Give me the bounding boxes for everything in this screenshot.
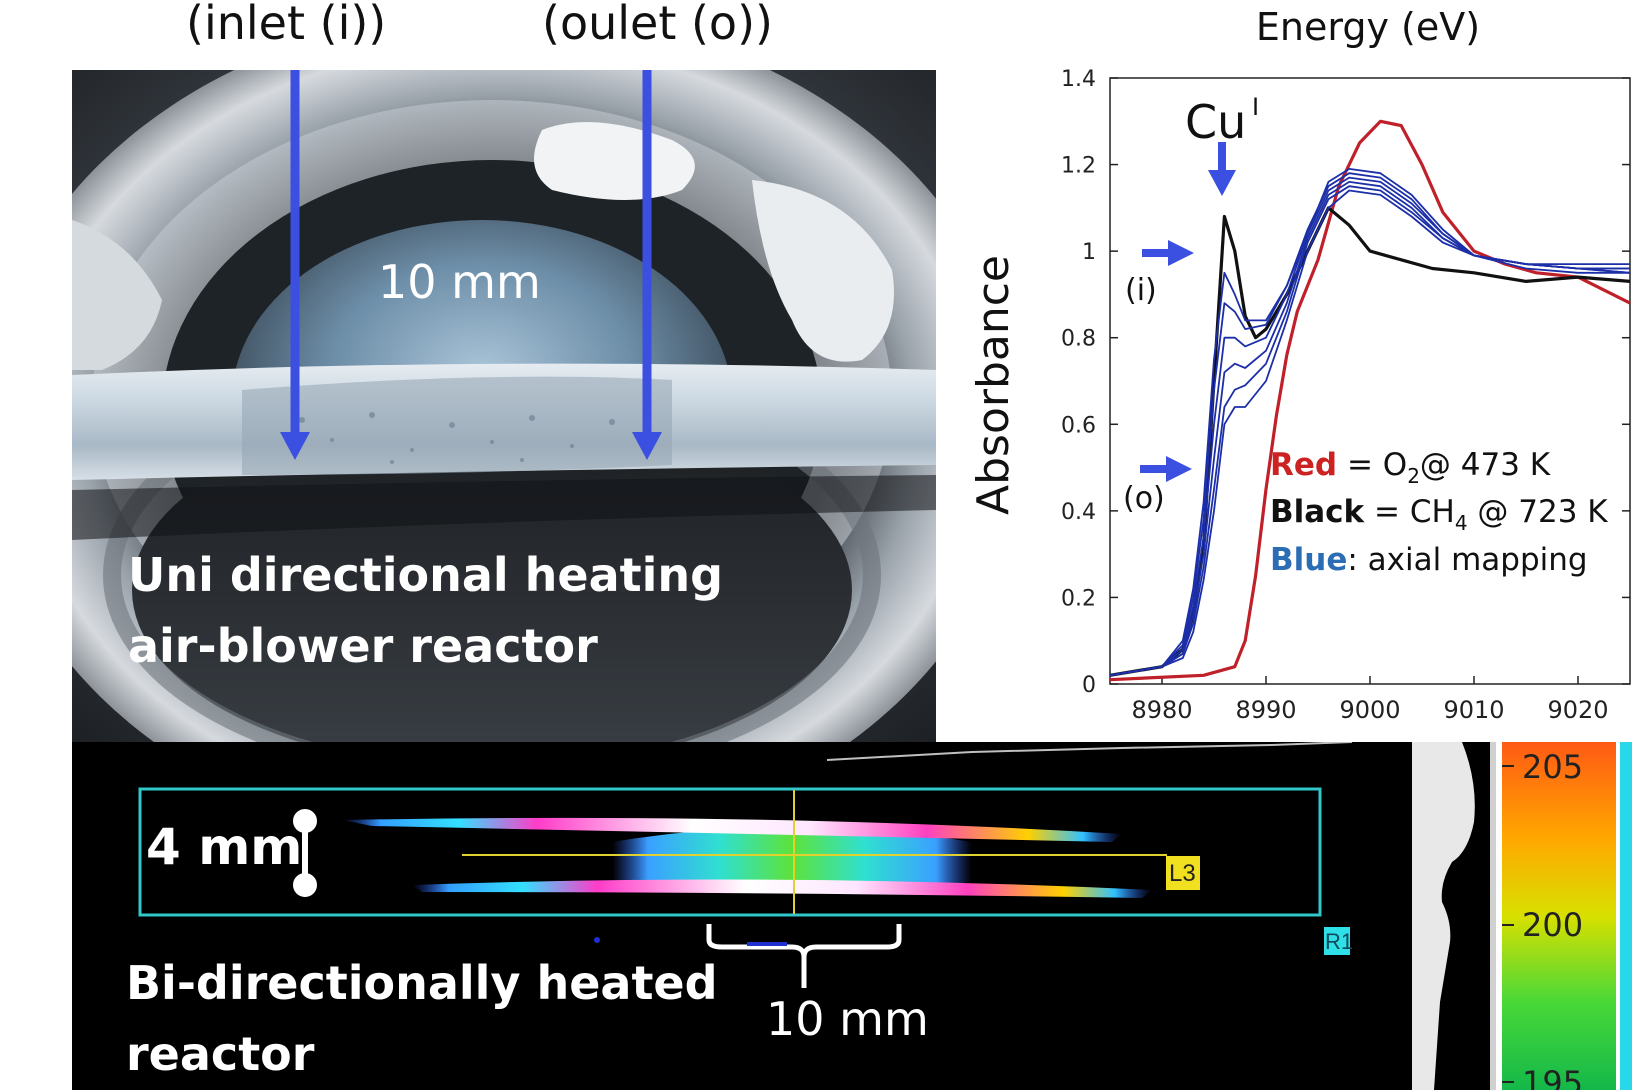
height-dimension-marker	[293, 809, 317, 897]
series-line-blue-1	[1109, 167, 1630, 677]
reactor-photo: 10 mm Uni directional heating air-blower…	[72, 70, 936, 742]
legend-tail: @ 723 K	[1468, 494, 1609, 530]
series-line-red	[1109, 119, 1631, 682]
y-tick-label: 0.8	[1061, 327, 1096, 352]
thermal-caption-line2: reactor	[126, 1027, 315, 1082]
thermal-scale-label: 10 mm	[766, 992, 929, 1046]
intensity-histogram	[1412, 742, 1490, 1090]
marker-i-arrow	[1142, 240, 1194, 266]
chart-y-ticks: 0 0.2 0.4 0.6 0.8 1 1.2 1.4	[1061, 67, 1630, 698]
x-tick-label: 8990	[1235, 696, 1296, 724]
thermal-lower-band	[412, 879, 1152, 898]
thermal-height-label: 4 mm	[146, 818, 303, 876]
outlet-label: (oulet (o))	[542, 0, 773, 50]
y-tick-label: 0.2	[1061, 586, 1096, 611]
series-line-blue-3	[1109, 176, 1630, 677]
legend-subscript: 2	[1407, 464, 1420, 488]
chart-y-axis-title: Absorbance	[968, 255, 1019, 515]
l3-label: L3	[1169, 860, 1196, 887]
roi-rectangle	[138, 787, 1322, 917]
thermal-image: L3 R1 4 mm 10 mm Bi-directionally heated…	[72, 742, 1412, 1090]
cu-i-arrow	[1208, 142, 1236, 196]
thermal-caption: Bi-directionally heated reactor	[126, 948, 718, 1090]
thermal-caption-line1: Bi-directionally heated	[126, 956, 718, 1010]
x-tick-label: 9010	[1443, 696, 1504, 724]
temperature-colorbar: 205 200 195	[1490, 742, 1635, 1090]
chart-x-axis-title: Energy (eV)	[1256, 5, 1480, 49]
chart-legend: Red = O2@ 473 K Black = CH4 @ 723 K Blue: …	[1270, 447, 1608, 578]
legend-entry-black: Black = CH4 @ 723 K	[1270, 494, 1608, 535]
legend-subscript: 4	[1455, 511, 1468, 535]
photo-caption: Uni directional heating air-blower react…	[128, 540, 723, 683]
colorbar-tick-205: 205	[1522, 748, 1584, 786]
y-tick-label: 0.6	[1061, 413, 1096, 438]
y-tick-label: 0.4	[1061, 500, 1096, 525]
profile-line	[826, 742, 1353, 761]
xanes-chart: Energy (eV) Absorbance 0 0.2 0.4 0.6 0.8 1 1.2…	[968, 5, 1631, 724]
chart-plot-frame	[1109, 77, 1631, 685]
legend-entry-blue: Blue: axial mapping	[1270, 542, 1588, 578]
cu-i-superscript: I	[1252, 93, 1259, 121]
legend-entry-red: Red = O2@ 473 K	[1270, 447, 1551, 488]
colorbar-tick-195: 195	[1522, 1064, 1584, 1090]
y-tick-label: 1.4	[1061, 67, 1096, 92]
x-tick-label: 9020	[1547, 696, 1608, 724]
legend-key: Blue	[1270, 542, 1347, 578]
legend-text: = CH	[1364, 494, 1455, 530]
series-line-blue-2	[1109, 172, 1631, 677]
photo-caption-line2: air-blower reactor	[128, 619, 598, 674]
inlet-label: (inlet (i))	[186, 0, 387, 50]
legend-key: Black	[1270, 494, 1366, 530]
y-tick-label: 1	[1082, 240, 1096, 265]
thermal-center-zone	[612, 827, 972, 892]
y-tick-label: 0	[1082, 673, 1096, 698]
inlet-outlet-arrows	[280, 70, 662, 460]
legend-text: = O	[1337, 447, 1407, 483]
legend-key: Red	[1270, 447, 1337, 483]
colorbar-tick-200: 200	[1522, 906, 1584, 944]
x-tick-label: 8980	[1131, 696, 1192, 724]
r1-box	[1324, 927, 1350, 955]
legend-tail: @ 473 K	[1420, 447, 1551, 483]
thermal-image-drawing	[138, 742, 1353, 988]
l3-box	[1166, 856, 1200, 890]
series-line-blue-6	[1109, 189, 1630, 677]
width-bracket	[706, 924, 902, 988]
y-tick-label: 1.2	[1061, 154, 1096, 179]
cu-i-label: Cu	[1185, 95, 1246, 149]
thermal-upper-band	[342, 817, 1122, 842]
marker-o-arrow	[1140, 456, 1192, 482]
series-line-blue-5	[1109, 185, 1630, 677]
marker-i-label: (i)	[1125, 273, 1157, 308]
series-line-black	[1109, 206, 1631, 677]
outlet-arrow-head	[632, 432, 662, 460]
chart-x-ticks: 8980 8990 9000 9010 9020	[1131, 676, 1609, 724]
legend-text: : axial mapping	[1347, 542, 1587, 578]
r1-label: R1	[1325, 929, 1354, 954]
photo-caption-line1: Uni directional heating	[128, 548, 724, 602]
x-tick-label: 9000	[1339, 696, 1400, 724]
marker-o-label: (o)	[1123, 481, 1165, 516]
chart-series-lines	[1109, 119, 1631, 682]
photo-scale-label: 10 mm	[378, 255, 541, 309]
inlet-arrow-head	[280, 432, 310, 460]
chart-annotations: Cu I (i) (o)	[1123, 93, 1259, 516]
